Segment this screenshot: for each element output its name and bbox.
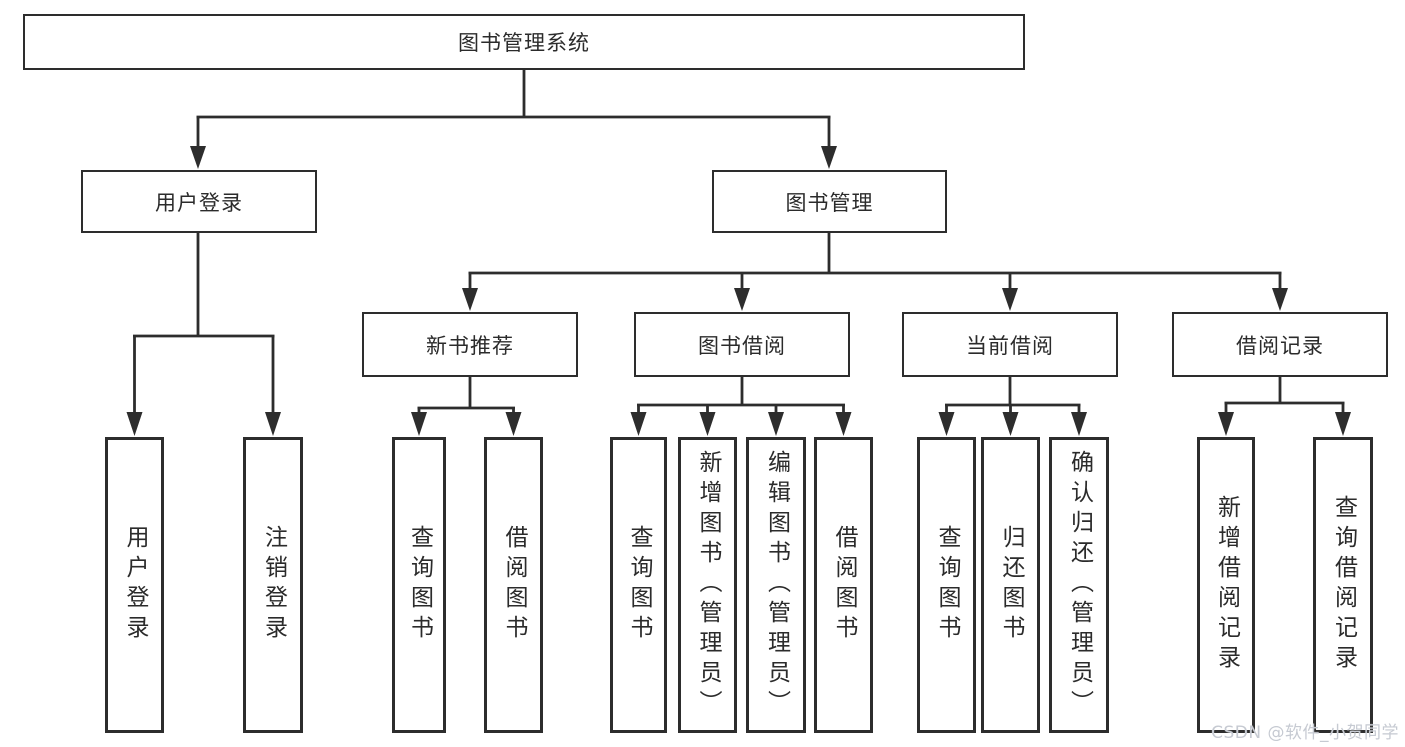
leaf-user-login: 用户登录 xyxy=(105,437,164,733)
leaf-cb-return-book-label: 归还图书 xyxy=(998,525,1024,645)
node-new-book-recommend: 新书推荐 xyxy=(362,312,578,377)
leaf-logout: 注销登录 xyxy=(243,437,303,733)
leaf-bb-query-book-label: 查询图书 xyxy=(626,525,652,645)
leaf-cb-confirm-return-admin: 确认归还（管理员） xyxy=(1049,437,1109,733)
leaf-bb-borrow-book: 借阅图书 xyxy=(814,437,873,733)
leaf-bb-add-book-admin-label: 新增图书（管理员） xyxy=(695,450,721,720)
leaf-br-add-record-label: 新增借阅记录 xyxy=(1213,495,1240,675)
leaf-nb-borrow-book-label: 借阅图书 xyxy=(501,525,527,645)
leaf-br-query-record-label: 查询借阅记录 xyxy=(1330,495,1357,675)
leaf-br-add-record: 新增借阅记录 xyxy=(1197,437,1255,733)
leaf-cb-query-book-label: 查询图书 xyxy=(934,525,960,645)
leaf-bb-add-book-admin: 新增图书（管理员） xyxy=(678,437,737,733)
leaf-logout-label: 注销登录 xyxy=(260,525,287,645)
node-library-management-system: 图书管理系统 xyxy=(23,14,1025,70)
node-book-borrow: 图书借阅 xyxy=(634,312,850,377)
leaf-cb-return-book: 归还图书 xyxy=(981,437,1040,733)
node-borrow-record: 借阅记录 xyxy=(1172,312,1388,377)
leaf-nb-borrow-book: 借阅图书 xyxy=(484,437,543,733)
node-user-login: 用户登录 xyxy=(81,170,317,233)
leaf-bb-edit-book-admin: 编辑图书（管理员） xyxy=(746,437,806,733)
leaf-bb-edit-book-admin-label: 编辑图书（管理员） xyxy=(763,450,790,720)
leaf-user-login-label: 用户登录 xyxy=(122,525,148,645)
leaf-br-query-record: 查询借阅记录 xyxy=(1313,437,1373,733)
node-book-management: 图书管理 xyxy=(712,170,947,233)
leaf-bb-query-book: 查询图书 xyxy=(610,437,667,733)
leaf-bb-borrow-book-label: 借阅图书 xyxy=(831,525,857,645)
watermark: CSDN @软件_小贺同学 xyxy=(1211,723,1399,743)
leaf-cb-confirm-return-admin-label: 确认归还（管理员） xyxy=(1066,450,1093,720)
leaf-nb-query-book: 查询图书 xyxy=(392,437,446,733)
node-current-borrow: 当前借阅 xyxy=(902,312,1118,377)
leaf-nb-query-book-label: 查询图书 xyxy=(406,525,433,645)
leaf-cb-query-book: 查询图书 xyxy=(917,437,976,733)
